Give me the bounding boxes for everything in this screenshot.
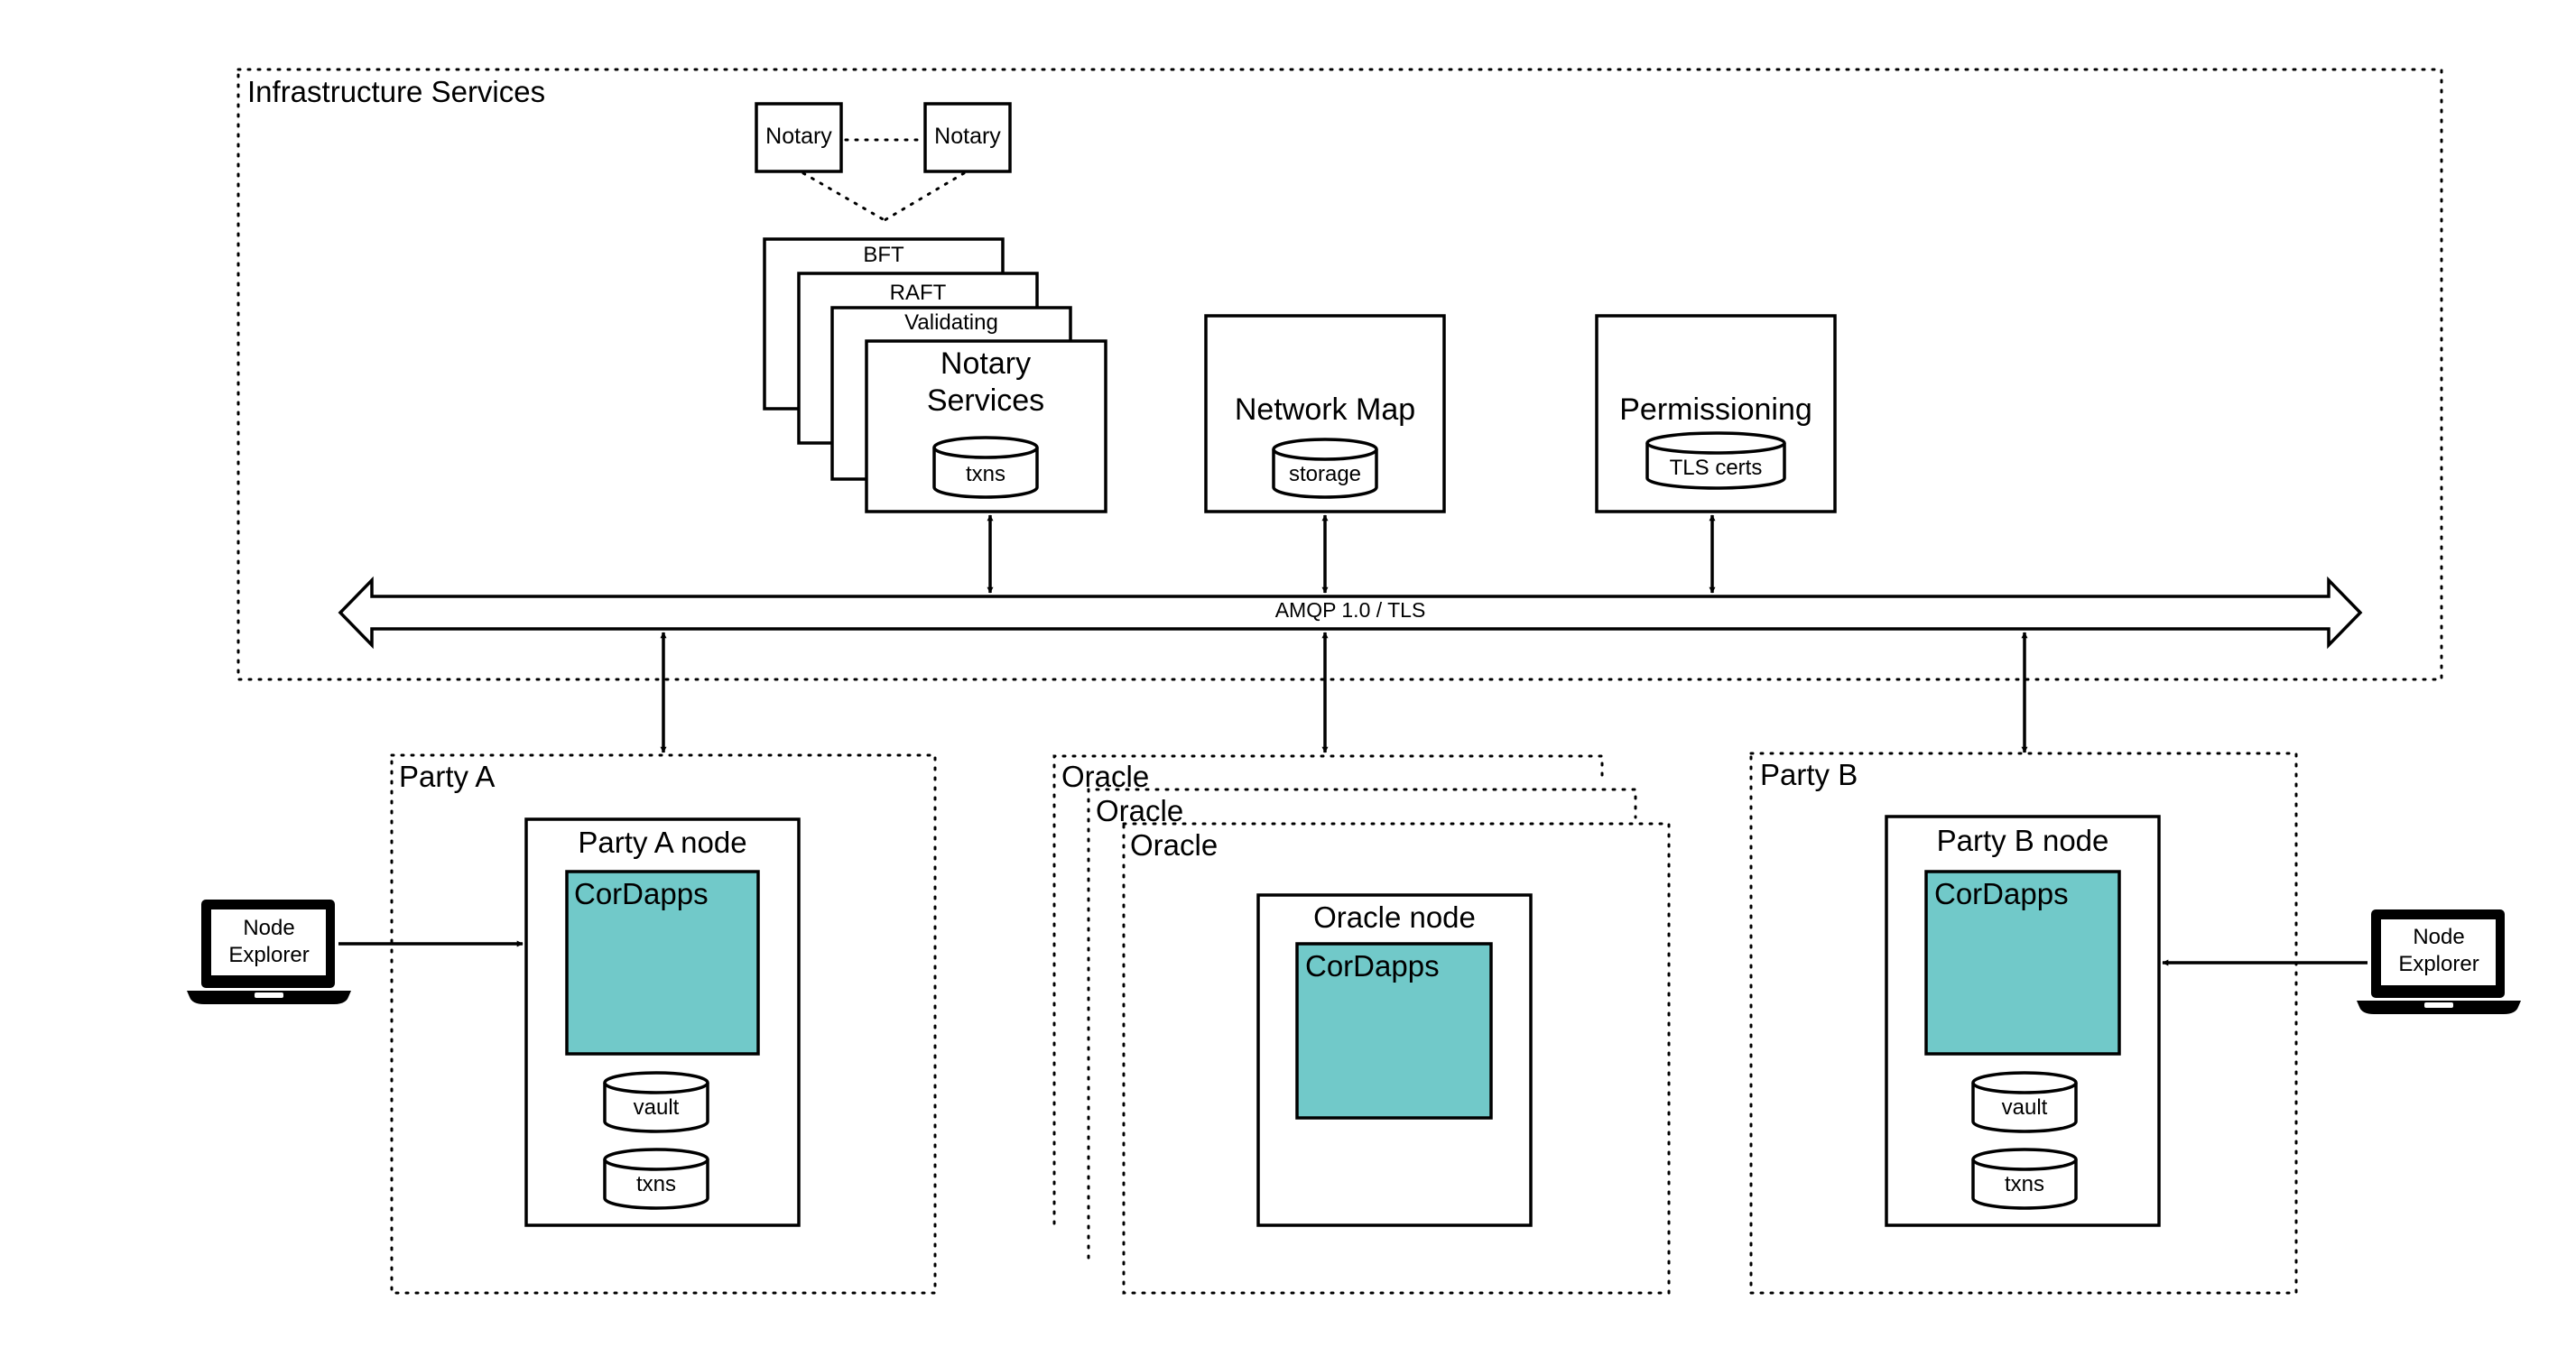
- txns-database-icon: [932, 436, 1039, 499]
- laptop-icon: [187, 900, 351, 1004]
- notary-node-label: Notary: [934, 124, 1001, 149]
- oracle-title: Oracle: [1096, 794, 1183, 827]
- party-a-cordapps-label: CorDapps: [574, 877, 709, 910]
- notary-services-title: Services: [927, 383, 1044, 418]
- txns-database-icon: [603, 1148, 709, 1210]
- party-a-txns-label: txns: [636, 1172, 676, 1196]
- party-b-cordapps-box: [1924, 870, 2121, 1056]
- node-explorer-left: Node Explorer: [187, 900, 524, 1004]
- oracle-cordapps-label: CorDapps: [1305, 949, 1440, 983]
- bft-label: BFT: [863, 243, 904, 267]
- tls-certs-database-icon: [1645, 431, 1786, 490]
- oracle-cordapps-box: [1295, 942, 1493, 1120]
- permissioning-db-label: TLS certs: [1670, 456, 1763, 480]
- raft-label: RAFT: [890, 281, 947, 305]
- notary-services-stack: BFT RAFT Validating Notary Services txns: [763, 237, 1107, 513]
- vault-database-icon: [1971, 1071, 2078, 1133]
- network-map-service: Network Map storage: [1204, 314, 1446, 513]
- party-b-cordapps-label: CorDapps: [1934, 877, 2069, 910]
- notary-services-title: Notary: [941, 346, 1031, 381]
- oracle-node-title: Oracle node: [1313, 900, 1476, 934]
- permissioning-title: Permissioning: [1619, 392, 1812, 427]
- notary-cluster: Notary Notary: [755, 102, 1012, 222]
- party-b-title: Party B: [1760, 758, 1858, 791]
- notary-db-label: txns: [966, 462, 1005, 486]
- party-b-node-title: Party B node: [1937, 824, 2109, 857]
- notary-cluster-link: [883, 171, 966, 222]
- connectors: [660, 514, 2028, 753]
- infrastructure-services-title: Infrastructure Services: [247, 75, 545, 108]
- party-b-txns-label: txns: [2005, 1172, 2044, 1196]
- party-a-boundary: [390, 753, 937, 1295]
- node-explorer-label: Explorer: [228, 943, 309, 967]
- infrastructure-services-group: Infrastructure Services: [236, 68, 2443, 681]
- network-map-db-label: storage: [1289, 462, 1361, 486]
- validating-label: Validating: [904, 310, 998, 335]
- party-b-group: Party B Party B node CorDapps vault txns: [1749, 752, 2298, 1295]
- party-a-vault-label: vault: [634, 1095, 680, 1120]
- party-a-group: Party A Party A node CorDapps vault txns: [390, 753, 937, 1295]
- party-a-title: Party A: [399, 760, 495, 793]
- amqp-bus: AMQP 1.0 / TLS: [338, 576, 2363, 650]
- amqp-bus-label: AMQP 1.0 / TLS: [1275, 598, 1426, 622]
- node-explorer-label: Node: [2413, 925, 2464, 949]
- node-explorer-right: Node Explorer: [2162, 909, 2521, 1014]
- storage-database-icon: [1272, 438, 1378, 499]
- notary-node-box: [923, 102, 1012, 173]
- oracle-title: Oracle: [1130, 828, 1218, 862]
- party-b-boundary: [1749, 752, 2298, 1295]
- notary-cluster-link: [802, 171, 886, 222]
- vault-database-icon: [603, 1071, 709, 1133]
- laptop-icon: [2357, 909, 2521, 1014]
- infrastructure-services-boundary: [236, 68, 2443, 681]
- oracle-title: Oracle: [1061, 760, 1149, 793]
- txns-database-icon: [1971, 1148, 2078, 1210]
- party-a-cordapps-box: [565, 870, 760, 1056]
- node-explorer-label: Node: [243, 916, 294, 940]
- oracle-group: Oracle Oracle Oracle Oracle node CorDapp…: [1052, 754, 1671, 1295]
- party-a-node-title: Party A node: [578, 826, 746, 859]
- notary-node-label: Notary: [765, 124, 832, 149]
- notary-node-box: [755, 102, 843, 173]
- network-map-title: Network Map: [1235, 392, 1415, 427]
- amqp-bus-arrow: [338, 576, 2363, 650]
- permissioning-service: Permissioning TLS certs: [1595, 314, 1837, 513]
- party-b-vault-label: vault: [2002, 1095, 2048, 1120]
- node-explorer-label: Explorer: [2398, 952, 2479, 976]
